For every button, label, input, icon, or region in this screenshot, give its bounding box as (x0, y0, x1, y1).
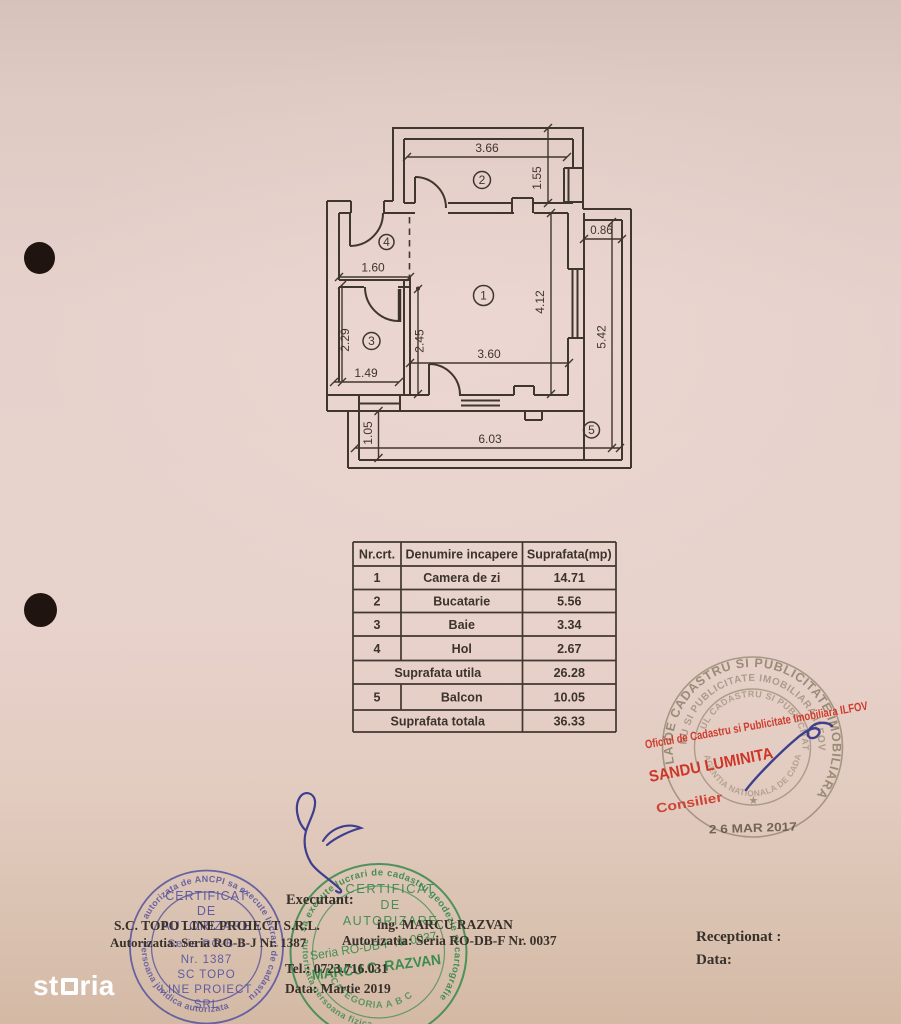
svg-text:36.33: 36.33 (554, 715, 585, 729)
svg-text:4: 4 (374, 642, 381, 656)
svg-text:5.56: 5.56 (557, 595, 581, 609)
svg-text:1: 1 (480, 289, 487, 303)
svg-text:5: 5 (374, 691, 381, 705)
svg-text:14.71: 14.71 (554, 571, 585, 585)
svg-text:Bucatarie: Bucatarie (433, 595, 490, 609)
svg-text:Nr. 1387: Nr. 1387 (181, 954, 232, 966)
svg-text:3.34: 3.34 (557, 618, 581, 632)
svg-text:3.60: 3.60 (477, 347, 501, 361)
svg-text:2 6 MAR 2017: 2 6 MAR 2017 (709, 819, 798, 836)
svg-text:Suprafata utila: Suprafata utila (394, 666, 482, 680)
svg-text:2: 2 (479, 173, 486, 187)
svg-text:Baie: Baie (449, 618, 475, 632)
svg-text:2: 2 (374, 595, 381, 609)
svg-text:AGENTIA NATIONALA DE CADASTRU: AGENTIA NATIONALA DE CADASTRU (0, 0, 803, 798)
svg-text:1.05: 1.05 (361, 421, 375, 445)
svg-text:AUTORIZARE: AUTORIZARE (343, 914, 438, 928)
svg-text:2.45: 2.45 (413, 329, 427, 353)
svg-text:LINE PROIECT: LINE PROIECT (161, 984, 253, 996)
svg-text:Nr.crt.: Nr.crt. (359, 548, 395, 562)
svg-text:DE: DE (380, 898, 400, 912)
svg-text:DE: DE (197, 904, 216, 918)
svg-text:Hol: Hol (452, 642, 472, 656)
svg-text:3: 3 (368, 334, 375, 348)
svg-text:1.49: 1.49 (354, 366, 378, 380)
svg-text:5: 5 (588, 423, 595, 437)
svg-text:Denumire incapere: Denumire incapere (405, 548, 518, 562)
svg-text:6.03: 6.03 (478, 432, 502, 446)
svg-text:10.05: 10.05 (554, 691, 585, 705)
svg-text:1.60: 1.60 (361, 261, 385, 275)
svg-text:0.86: 0.86 (590, 225, 612, 237)
svg-text:SC TOPO: SC TOPO (177, 969, 235, 981)
svg-text:2.29: 2.29 (338, 328, 352, 352)
svg-text:2.67: 2.67 (557, 642, 581, 656)
svg-text:26.28: 26.28 (554, 666, 585, 680)
svg-text:CERTIFICAT: CERTIFICAT (165, 889, 247, 903)
svg-text:Seria RO-B-J: Seria RO-B-J (168, 938, 245, 950)
svg-text:Suprafata totala: Suprafata totala (391, 715, 487, 729)
svg-text:AUTORIZARE: AUTORIZARE (161, 919, 251, 933)
svg-text:Camera de zi: Camera de zi (423, 571, 500, 585)
svg-text:3.66: 3.66 (475, 141, 499, 155)
svg-text:1: 1 (374, 571, 381, 585)
svg-text:4: 4 (383, 235, 390, 249)
svg-text:CERTIFICAT: CERTIFICAT (345, 881, 435, 896)
svg-text:4.12: 4.12 (533, 290, 547, 314)
svg-text:5.42: 5.42 (595, 325, 609, 349)
svg-text:SRL: SRL (194, 999, 219, 1011)
svg-text:Suprafata(mp): Suprafata(mp) (527, 548, 612, 562)
svg-text:Balcon: Balcon (441, 691, 483, 705)
svg-text:★: ★ (749, 795, 759, 807)
svg-text:3: 3 (374, 618, 381, 632)
svg-text:1.55: 1.55 (530, 166, 544, 190)
